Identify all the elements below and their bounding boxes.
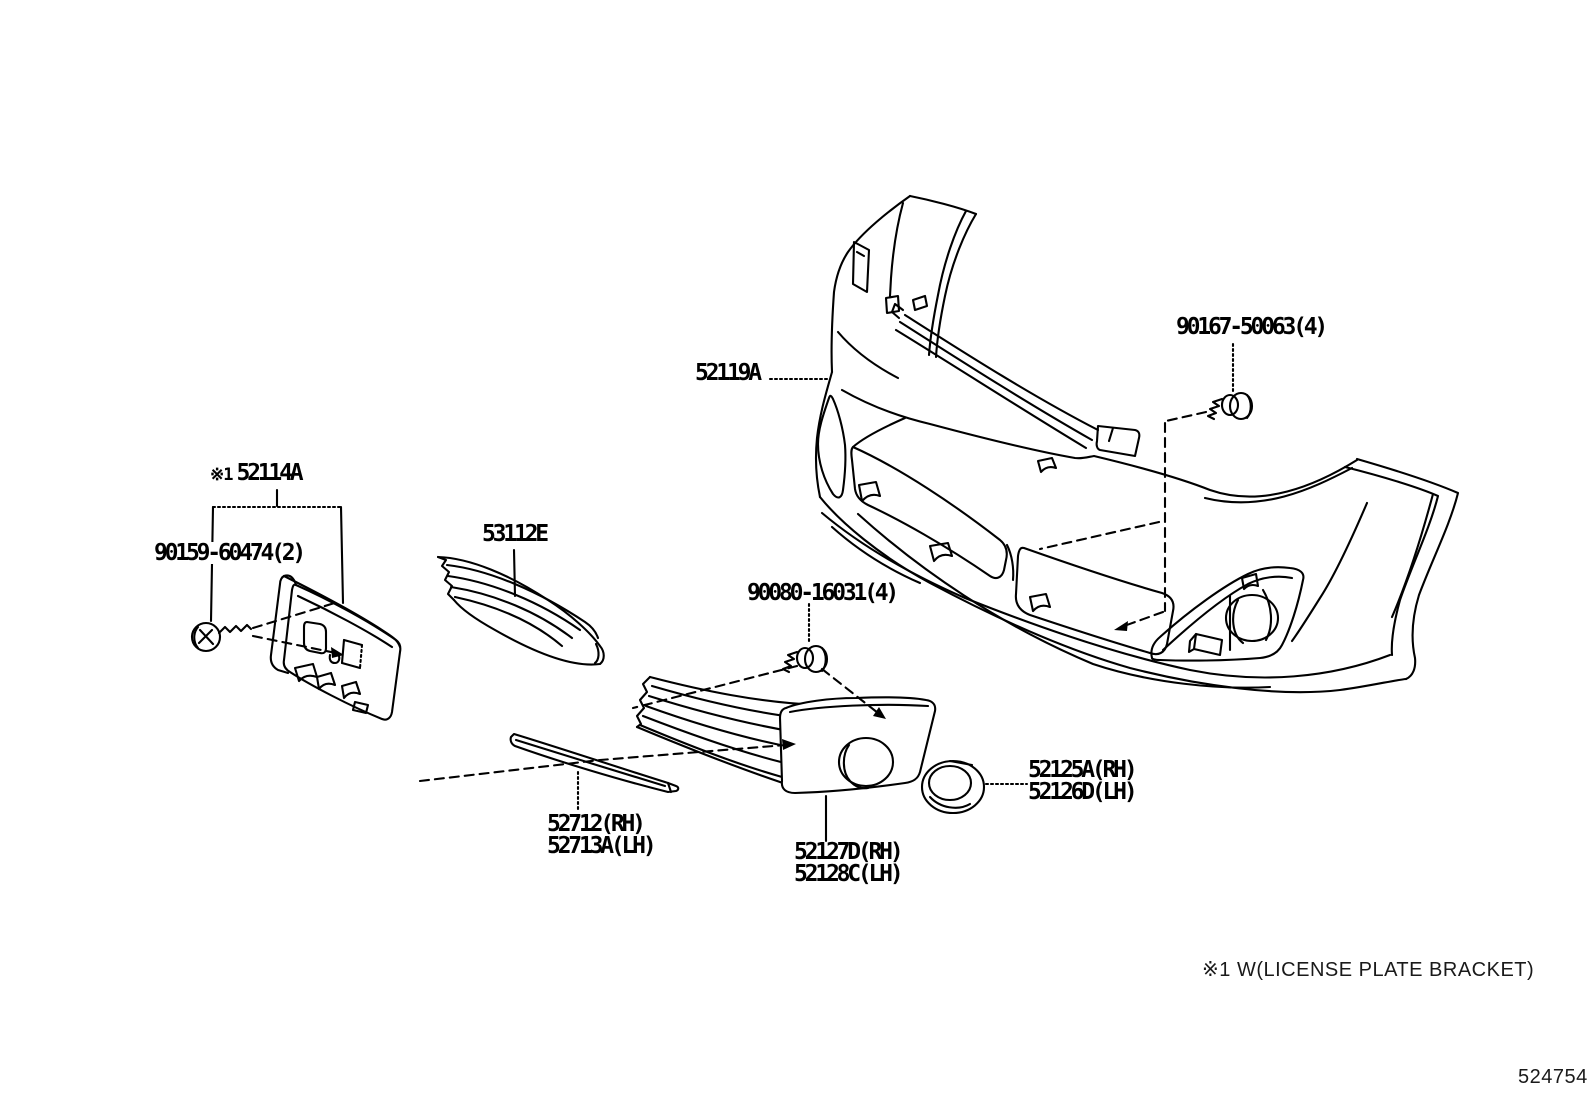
figure-code: 524754 (1518, 1066, 1588, 1088)
license-plate-bracket-drawing (271, 575, 401, 719)
part-number-lh: 52126D(LH) (1028, 779, 1138, 805)
part-number-text: 52114A (236, 460, 303, 486)
part-label-clip-screw[interactable]: 90167-50063(4) (1176, 314, 1328, 340)
part-label-fog-bezel[interactable]: 52125A(RH) 52126D(LH) (1028, 757, 1138, 805)
part-number-rh: 52127D(RH) (794, 839, 904, 865)
lower-grille-drawing (637, 677, 862, 789)
bracket-screw-90159-icon (192, 623, 251, 651)
footnote-ref-mark: ※1 (210, 465, 234, 485)
bumper-cover-drawing (816, 196, 1458, 692)
part-number-rh: 52712(RH) (547, 811, 646, 837)
part-number-rh: 52125A(RH) (1028, 757, 1138, 783)
part-label-moulding[interactable]: 52712(RH) 52713A(LH) (547, 811, 657, 859)
part-label-bumper-cover[interactable]: 52119A (695, 360, 762, 386)
fog-lamp-cover-drawing (780, 697, 935, 793)
clip-screw-90167-icon (1208, 393, 1252, 419)
leader-lines (211, 344, 1233, 841)
bumper-moulding-drawing (511, 734, 679, 792)
footnote-license-plate-bracket: ※1 W(LICENSE PLATE BRACKET) (1202, 959, 1535, 981)
part-label-radiator-grille[interactable]: 53112E (482, 521, 549, 547)
part-number-lh: 52713A(LH) (547, 833, 657, 859)
part-label-grille-screw[interactable]: 90080-16031(4) (747, 580, 899, 606)
fog-bezel-ring-drawing (922, 761, 984, 813)
radiator-grille-drawing (438, 557, 604, 665)
part-label-fog-cover[interactable]: 52127D(RH) 52128C(LH) (794, 839, 904, 887)
part-label-bracket-screw[interactable]: 90159-60474(2) (152, 540, 306, 566)
part-number-lh: 52128C(LH) (794, 861, 904, 887)
